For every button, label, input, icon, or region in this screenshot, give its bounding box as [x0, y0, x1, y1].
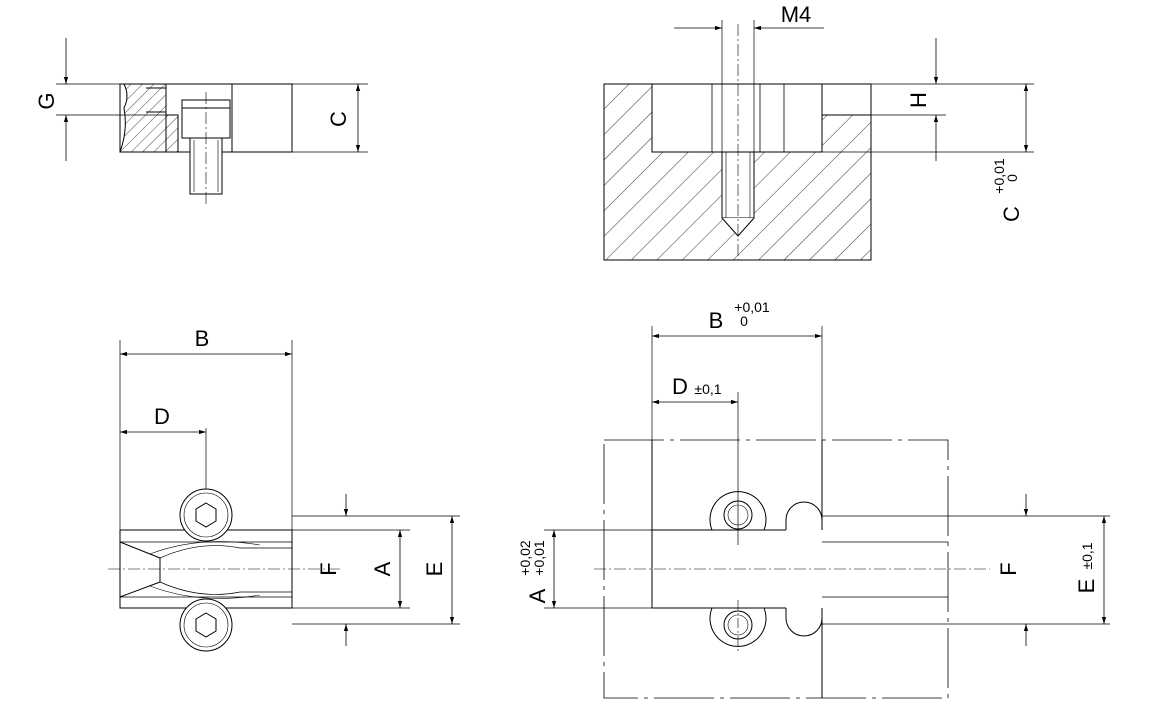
dim-b-tol-label: B [709, 308, 724, 333]
dim-a-tol-upper: +0,02 [517, 540, 533, 576]
section-view [603, 20, 1034, 261]
dim-b-label: B [195, 326, 210, 351]
dim-a-label: A [370, 561, 395, 576]
dim-c-tol-label: C [999, 206, 1024, 222]
dim-f-plan-label: F [996, 562, 1021, 575]
dim-a-tol-label: A [525, 588, 550, 603]
dim-m4-label: M4 [781, 2, 812, 27]
dim-d-tol-label: D [672, 374, 688, 399]
dim-b-tol-upper: +0,01 [734, 299, 770, 315]
dim-b-tol-lower: 0 [740, 313, 748, 329]
dim-d-label: D [154, 404, 170, 429]
screw-head-bottom [179, 598, 233, 652]
dim-e-label: E [422, 562, 447, 577]
dim-f-label: F [316, 562, 341, 575]
dim-e-tol-label: E [1074, 579, 1099, 594]
dim-c-label: C [326, 111, 351, 127]
v-jaw [119, 541, 161, 598]
dim-g-label: G [34, 92, 59, 109]
dim-e-tol-value: ±0,1 [1079, 542, 1095, 569]
pocket-recess [651, 83, 823, 153]
top-clamp-view [108, 340, 460, 652]
screw-head-top [179, 488, 233, 542]
dim-d-tol-value: ±0,1 [694, 381, 721, 397]
dim-c-tol-lower: 0 [1004, 174, 1020, 182]
side-clamp-view [56, 38, 368, 204]
pocket-plan-view [544, 326, 1110, 699]
screw-thread [189, 137, 223, 195]
dim-a-tol-lower: +0,01 [531, 540, 547, 576]
dim-c-tol-upper: +0,01 [991, 158, 1007, 194]
dim-h-label: H [906, 92, 931, 108]
pocket-outline [651, 440, 823, 698]
clamp-break-section [119, 83, 179, 153]
